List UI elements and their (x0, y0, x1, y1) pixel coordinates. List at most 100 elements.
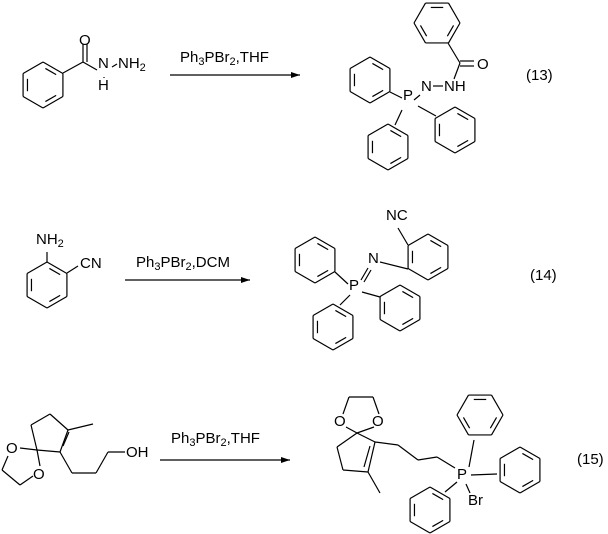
dioxolane-bond (19, 475, 34, 486)
bond (453, 62, 461, 80)
bond (417, 105, 437, 117)
reagent-text: PBr (204, 49, 230, 66)
methyl-bond (67, 423, 94, 431)
r15-prod-bromine: Br (468, 492, 483, 509)
bond (413, 94, 421, 101)
bond (397, 227, 409, 246)
bond (389, 91, 403, 99)
subscript: 2 (139, 62, 146, 74)
chain-bond (95, 451, 109, 474)
r13-sm-oxygen: O (79, 32, 91, 49)
cyclopentene-bond (49, 413, 69, 431)
r15-prod-oxygen-2: O (372, 413, 384, 430)
r13-sm-nitrogen: N (98, 55, 109, 72)
r15-prod-oxygen-1: O (334, 413, 346, 430)
bond (345, 426, 358, 434)
dioxolane-bond (1, 469, 21, 486)
bond (62, 61, 84, 74)
benzene-ring (294, 236, 336, 284)
benzene-ring (379, 284, 421, 332)
cyclopentene-bond (36, 449, 61, 453)
r13-prod-nitrogen: N (421, 78, 432, 95)
benzene-ring (367, 123, 409, 171)
r14-prod-phosphorus: P (349, 277, 360, 294)
subscript: 3 (154, 261, 161, 273)
bond (19, 447, 38, 451)
nh-text: NH (36, 231, 58, 248)
dioxolane-bond (1, 455, 9, 471)
r15-sm-oh: OH (126, 444, 149, 461)
benzene-ring (456, 394, 504, 436)
r13-sm-nh2: NH2 (118, 56, 146, 74)
benzene-ring (409, 486, 451, 534)
benzene-ring (434, 106, 476, 154)
r15-sm-oxygen-2: O (33, 466, 45, 483)
r14-prod-nc: NC (386, 207, 408, 224)
cyclopentene-bond (336, 446, 344, 471)
r13-prod-nh: NH (444, 78, 466, 95)
r13-prod-oxygen: O (477, 56, 489, 73)
reaction-number-15: (15) (577, 451, 604, 468)
subscript: 2 (185, 261, 192, 273)
benzene-ring (413, 2, 461, 44)
bond (363, 269, 372, 283)
r15-reagent: Ph3PBr2,THF (171, 431, 260, 449)
arrowhead-icon (291, 72, 300, 78)
bond (444, 481, 458, 493)
nh-text: NH (118, 55, 140, 72)
chain-bond (374, 441, 399, 446)
benzene-ring (499, 446, 541, 494)
benzene-ring (312, 303, 354, 351)
subscript: 2 (220, 437, 227, 449)
reaction-number-14: (14) (530, 267, 557, 284)
dioxolane-bond (342, 396, 350, 415)
arrowhead-icon (281, 457, 290, 463)
reagent-text: PBr (160, 254, 186, 271)
subscript: 2 (229, 56, 236, 68)
subscript: 3 (189, 437, 196, 449)
bond (82, 61, 98, 71)
reagent-text: Ph (180, 49, 199, 66)
cyclopentene-bond (342, 469, 369, 473)
benzene-ring (26, 261, 68, 309)
cyclopentene-bond (367, 441, 376, 473)
bond (470, 473, 498, 476)
r14-reagent: Ph3PBr2,DCM (136, 255, 230, 273)
chain-bond (59, 451, 73, 474)
subscript: 2 (57, 238, 64, 250)
r14-sm-cn: CN (80, 255, 102, 272)
reagent-text: Ph (136, 254, 155, 271)
bond (379, 261, 409, 270)
double-bond (363, 445, 371, 468)
bond (356, 426, 375, 434)
chain-bond (436, 456, 456, 469)
reagent-text: PBr (195, 430, 221, 447)
cyclopentene-bond (356, 432, 376, 443)
r13-sm-hydrogen: H (98, 77, 109, 94)
methyl-bond (367, 471, 381, 494)
double-bond (62, 431, 70, 447)
arrowhead-icon (241, 277, 250, 283)
r13-prod-phosphorus: P (403, 87, 414, 104)
cyclopentene-bond (336, 432, 358, 448)
subscript: 3 (198, 56, 205, 68)
r15-prod-phosphorus: P (457, 466, 468, 483)
reagent-text: ,THF (226, 430, 260, 447)
r15-sm-oxygen-1: O (6, 440, 18, 457)
benzene-ring (407, 233, 449, 281)
cyclopentene-bond (30, 424, 38, 451)
bond (447, 42, 461, 64)
reagent-text: ,DCM (191, 254, 230, 271)
r13-reagent: Ph3PBr2,THF (180, 50, 269, 68)
reagent-text: Ph (171, 430, 190, 447)
r14-sm-nh2: NH2 (36, 232, 64, 250)
r14-prod-nitrogen: N (368, 250, 379, 267)
bond (465, 483, 471, 494)
dioxolane-bond (372, 396, 380, 415)
bond (360, 267, 369, 281)
chain-bond (397, 444, 419, 461)
bond (66, 265, 79, 274)
bond (339, 294, 351, 306)
cyclopentene-bond (59, 429, 69, 453)
